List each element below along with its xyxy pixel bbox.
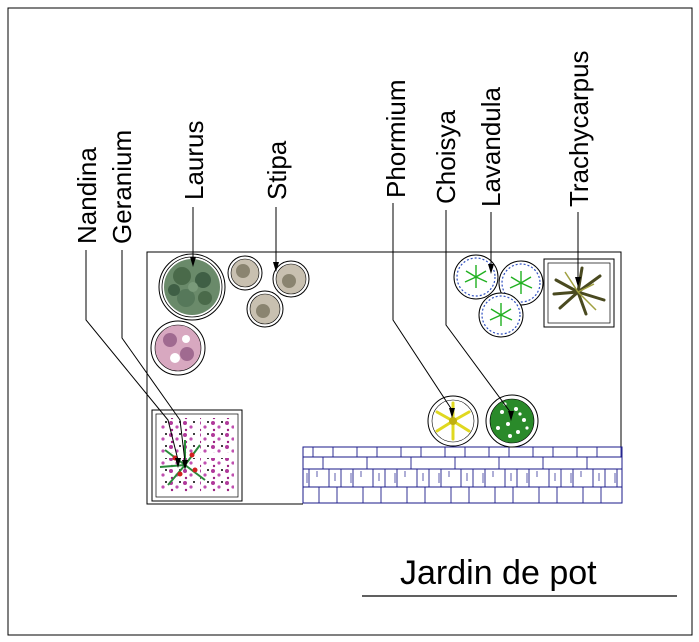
label-trachycarpus: Trachycarpus bbox=[564, 50, 594, 207]
drawing-title: Jardin de pot bbox=[400, 554, 597, 592]
garden-outline bbox=[146, 251, 622, 505]
label-stipa: Stipa bbox=[262, 140, 292, 200]
geranium-nandina-planter bbox=[151, 409, 243, 502]
label-phormium: Phormium bbox=[381, 80, 411, 198]
paving-area bbox=[302, 446, 623, 504]
pink-shrub-plant-icon bbox=[150, 320, 206, 376]
laurus-plant-icon bbox=[158, 253, 226, 321]
leader-lines bbox=[85, 203, 579, 463]
choisya-plant-icon bbox=[485, 394, 539, 448]
label-nandina: Nandina bbox=[72, 147, 102, 244]
leader-arrowheads bbox=[175, 257, 581, 470]
label-geranium: Geranium bbox=[107, 130, 137, 244]
label-lavandula: Lavandula bbox=[476, 86, 506, 207]
label-choisya: Choisya bbox=[431, 110, 461, 204]
drawing-frame bbox=[7, 7, 693, 636]
phormium-plant-icon bbox=[427, 395, 479, 447]
label-laurus: Laurus bbox=[179, 121, 209, 201]
stipa-plant-icon bbox=[227, 255, 310, 328]
lavandula-plant-icon bbox=[453, 254, 544, 338]
trachycarpus-plant-icon bbox=[543, 258, 615, 328]
